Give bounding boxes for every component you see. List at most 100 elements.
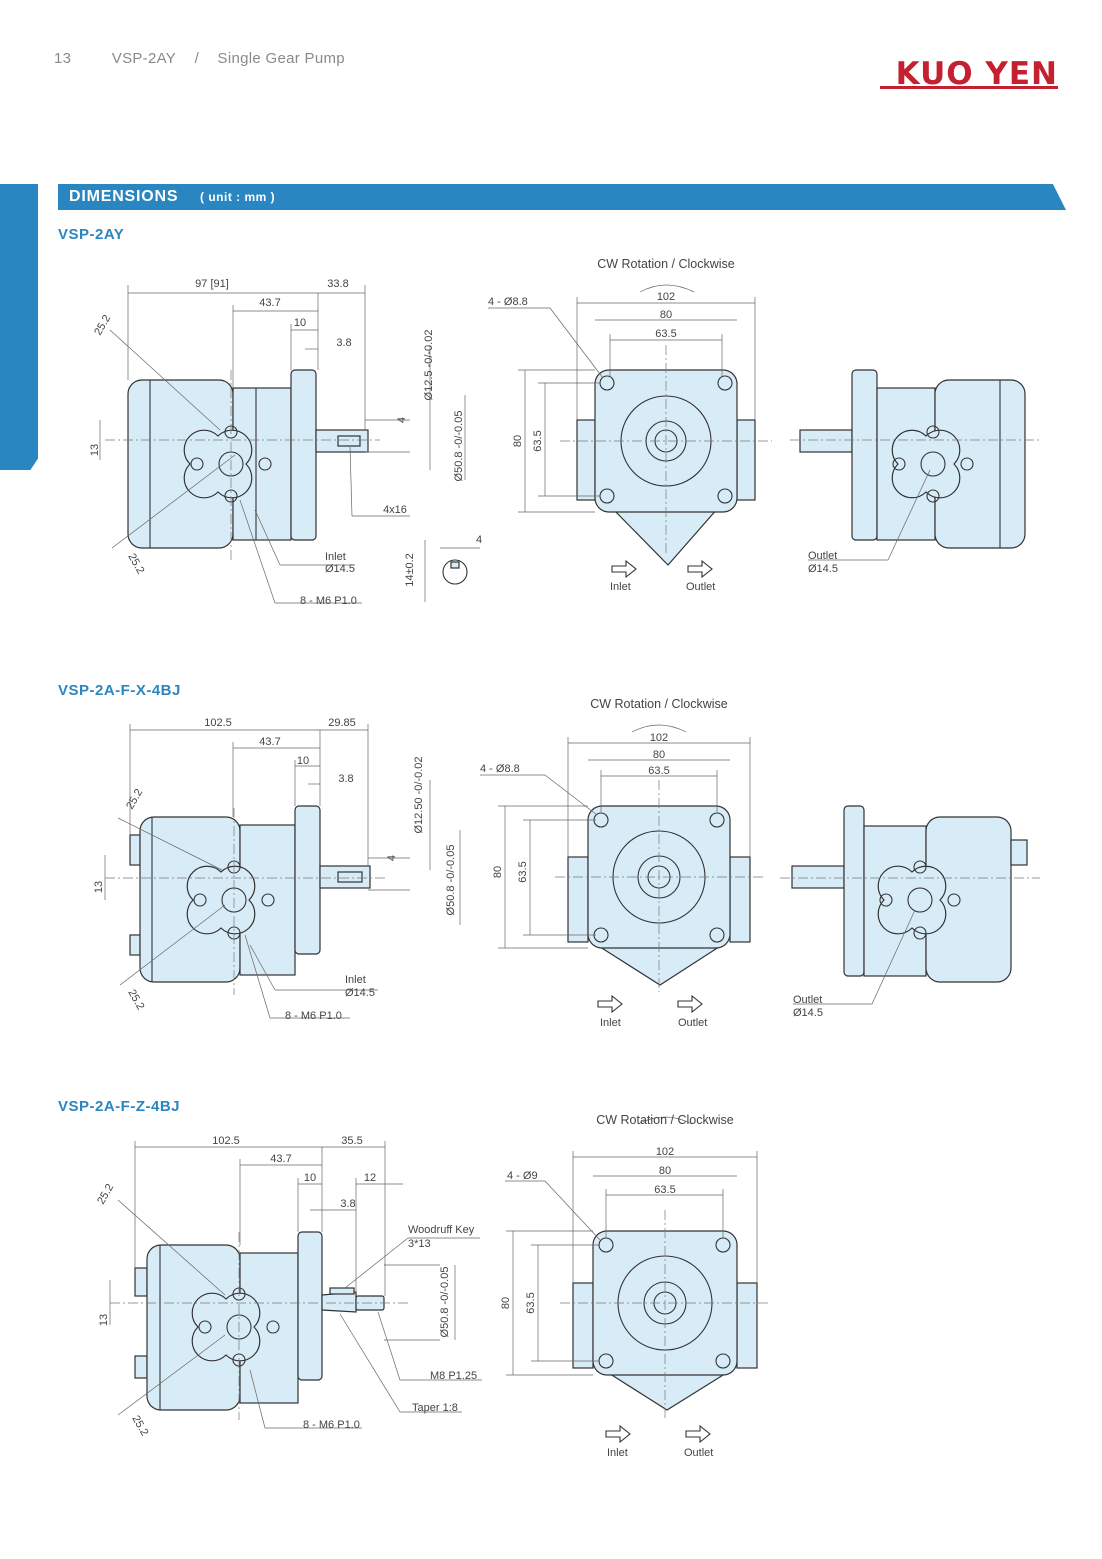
inlet-label: Inlet [345,974,366,986]
front-labels: CW Rotation / Clockwise 102 80 63.5 80 6… [488,257,735,593]
thread-spec: 8 - M6 P1.0 [300,595,357,607]
header-separator: / [194,50,200,67]
dim-w1: 102 [656,1146,674,1158]
dim-w1: 102 [657,291,675,303]
front-outlet: Outlet [684,1447,713,1459]
front-inlet: Inlet [600,1017,621,1029]
taper-spec: Taper 1:8 [412,1402,458,1414]
side-dimensions [109,1141,482,1429]
dim-key: 4x16 [383,504,407,516]
front-labels: CW Rotation / Clockwise 102 80 63.5 80 6… [500,1113,734,1459]
outlet-label: Outlet [808,550,837,562]
dim-angle-top: 25.2 [124,787,145,812]
dim-10: 10 [294,317,306,329]
header-model: VSP-2AY [111,50,177,67]
side-dimensions [99,285,480,604]
brand-logo-underline [880,86,1058,89]
dim-height: 13 [98,1314,110,1326]
model-title-2: VSP-2A-F-X-4BJ [58,682,181,699]
holes-spec: 4 - Ø8.8 [480,763,520,775]
dim-h2: 63.5 [532,430,544,451]
dim-10: 10 [297,755,309,767]
front-dimensions [488,284,756,579]
dim-3-8: 3.8 [340,1198,355,1210]
drawing-vsp-2a-f-x-4bj: 102.5 29.85 43.7 10 3.8 25.2 25.2 13 4 Ø… [93,697,1040,1029]
rotation-label: CW Rotation / Clockwise [597,257,735,271]
inlet-label: Inlet [325,551,346,563]
front-inlet: Inlet [610,581,631,593]
dim-flange: Ø50.8 -0/-0.05 [453,411,465,482]
dim-3-8: 3.8 [338,773,353,785]
dim-3-8: 3.8 [336,337,351,349]
dim-h2: 63.5 [517,861,529,882]
dim-w2: 80 [659,1165,671,1177]
dim-angle-bottom: 25.2 [129,1414,150,1439]
front-view [560,345,772,566]
dim-h1: 80 [500,1297,512,1309]
side-labels: 102.5 29.85 43.7 10 3.8 25.2 25.2 13 4 Ø… [93,717,457,1022]
dim-flange-length: 33.8 [327,278,348,290]
woodruff-size: 3*13 [408,1238,431,1250]
dim-w2: 80 [653,749,665,761]
thread-spec: 8 - M6 P1.0 [303,1419,360,1431]
outlet-size: Ø14.5 [793,1007,823,1019]
dim-12: 12 [364,1172,376,1184]
right-view: Outlet Ø14.5 [790,369,1040,575]
thread-spec: 8 - M6 P1.0 [285,1010,342,1022]
dim-key-width: 4 [386,855,398,861]
rotation-label: CW Rotation / Clockwise [590,697,728,711]
side-dimensions [104,724,461,1019]
dim-length: 97 [91] [195,278,229,290]
dim-w3: 63.5 [655,328,676,340]
dim-angle-bottom: 25.2 [125,988,146,1013]
side-view [110,1231,410,1420]
outlet-size: Ø14.5 [808,563,838,575]
dim-shaft: Ø12.50 -0/-0.02 [413,756,425,833]
front-outlet: Outlet [678,1017,707,1029]
dim-w3: 63.5 [648,765,669,777]
dim-length: 102.5 [204,717,232,729]
dim-flange-length: 29.85 [328,717,356,729]
dim-w1: 102 [650,732,668,744]
dim-10: 10 [304,1172,316,1184]
dim-w2: 80 [660,309,672,321]
inlet-size: Ø14.5 [325,563,355,575]
key-depth: 4 [476,534,482,546]
dim-flange-length: 35.5 [341,1135,362,1147]
right-view: Outlet Ø14.5 [780,805,1040,1019]
front-outlet: Outlet [686,581,715,593]
section-banner: DIMENSIONS ( unit : mm ) [58,184,1066,210]
side-view [105,369,380,560]
front-labels: CW Rotation / Clockwise 102 80 63.5 80 6… [480,697,728,1029]
dim-mid: 43.7 [270,1153,291,1165]
front-inlet: Inlet [607,1447,628,1459]
drawing-vsp-2ay: 97 [91] 33.8 43.7 10 3.8 25.2 25.2 13 4 … [89,257,1040,607]
holes-spec: 4 - Ø9 [507,1170,538,1182]
drawing-vsp-2a-f-z-4bj: 102.5 35.5 43.7 10 12 3.8 25.2 25.2 13 W… [95,1113,770,1459]
dim-length: 102.5 [212,1135,240,1147]
woodruff-label: Woodruff Key [408,1224,475,1236]
model-title-3: VSP-2A-F-Z-4BJ [58,1098,181,1115]
dim-key-width: 4 [396,417,408,423]
sidebar-accent [0,184,38,470]
page-number: 13 [54,50,72,67]
dim-mid: 43.7 [259,297,280,309]
holes-spec: 4 - Ø8.8 [488,296,528,308]
dim-shaft: Ø12.5 -0/-0.02 [423,330,435,401]
key-height: 14±0.2 [404,553,416,587]
dim-angle-top: 25.2 [92,313,113,338]
dim-h1: 80 [512,435,524,447]
page-header: 13 VSP-2AY / Single Gear Pump [54,50,381,67]
dim-height: 13 [89,444,101,456]
dim-height: 13 [93,881,105,893]
side-view [105,805,385,995]
dim-flange: Ø50.8 -0/-0.05 [445,845,457,916]
dim-mid: 43.7 [259,736,280,748]
outlet-label: Outlet [793,994,822,1006]
dim-flange: Ø50.8 -0/-0.05 [439,1267,451,1338]
section-unit: ( unit : mm ) [200,190,276,204]
dim-w3: 63.5 [654,1184,675,1196]
dim-h2: 63.5 [525,1292,537,1313]
model-title-1: VSP-2AY [58,226,125,243]
dim-angle-top: 25.2 [95,1182,116,1207]
